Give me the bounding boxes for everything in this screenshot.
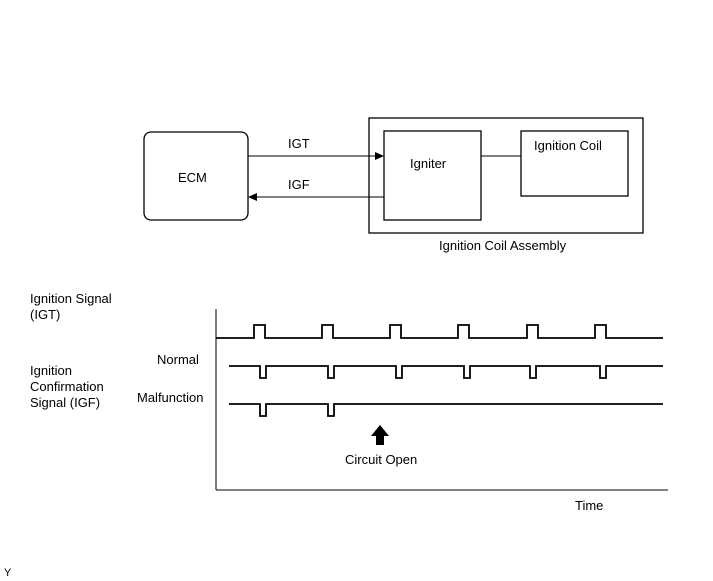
time-axis-label: Time <box>575 498 604 513</box>
igt-signal-label: Ignition Signal (IGT) <box>30 291 112 323</box>
igniter-label: Igniter <box>410 156 447 171</box>
igf-arrow-label: IGF <box>288 177 310 192</box>
igt-signal-label-line2: (IGT) <box>30 307 61 322</box>
igt-waveform <box>216 324 663 339</box>
igf-signal-label: Ignition Confirmation Signal (IGF) <box>30 363 104 411</box>
corner-mark: Y <box>4 567 12 579</box>
igt-arrow-label: IGT <box>288 136 310 151</box>
circuit-open-label: Circuit Open <box>345 452 418 467</box>
igf-normal-waveform <box>229 365 663 379</box>
ignition-coil-label: Ignition Coil <box>534 138 602 153</box>
ignition-coil-box <box>520 130 629 197</box>
assembly-label: Ignition Coil Assembly <box>439 238 567 253</box>
normal-label: Normal <box>157 352 199 367</box>
ignition-coil-assembly-box <box>368 117 644 234</box>
malfunction-label: Malfunction <box>137 390 204 405</box>
igt-arrow-head <box>375 152 384 160</box>
igniter-box <box>383 130 482 221</box>
circuit-open-arrow-icon <box>371 425 389 445</box>
igf-signal-label-line1: Ignition <box>30 363 72 378</box>
igf-malfunction-waveform <box>229 403 663 417</box>
igt-signal-label-line1: Ignition Signal <box>30 291 112 306</box>
igf-arrow-head <box>248 193 257 201</box>
igf-signal-label-line3: Signal (IGF) <box>30 395 101 410</box>
igf-signal-label-line2: Confirmation <box>30 379 104 394</box>
ecm-box <box>143 131 249 221</box>
ecm-label: ECM <box>178 170 207 185</box>
